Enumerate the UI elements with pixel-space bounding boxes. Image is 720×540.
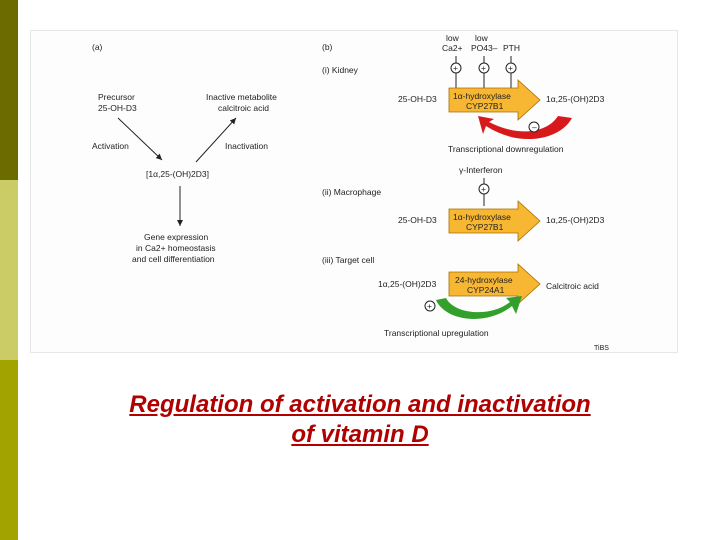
pth-plus-sign: + (508, 63, 513, 73)
activation-arrow (117, 117, 163, 161)
macrophage-product: 1α,25-(OH)2D3 (546, 215, 605, 225)
macrophage-substrate: 25-OH-D3 (398, 215, 437, 225)
upregulation-plus-sign: + (427, 301, 432, 311)
macrophage-enzyme-arrow (448, 200, 541, 242)
target-enzyme-gene: CYP24A1 (467, 285, 505, 295)
vitamin-d-figure (30, 30, 678, 353)
inactivation-label: Inactivation (225, 141, 268, 151)
target-regulation-label: Transcriptional upregulation (384, 328, 489, 338)
sidebar-band-bottom (0, 360, 18, 540)
pth-label: PTH (503, 43, 520, 53)
target-cell-heading: (iii) Target cell (322, 255, 374, 265)
active-form-label: [1α,25-(OH)2D3] (146, 169, 209, 179)
slide-sidebar (0, 0, 18, 540)
sidebar-band-top (0, 0, 18, 180)
kidney-enzyme-gene: CYP27B1 (466, 101, 504, 111)
outcome-line-2: in Ca2+ homeostasis (136, 243, 216, 253)
precursor-label: Precursor (98, 92, 135, 102)
calcium-label: Ca2+ (442, 43, 463, 53)
calcium-plus-icon (450, 62, 462, 74)
kidney-product: 1α,25-(OH)2D3 (546, 94, 605, 104)
kidney-substrate: 25-OH-D3 (398, 94, 437, 104)
kidney-regulation-label: Transcriptional downregulation (448, 144, 564, 154)
interferon-plus-sign: + (481, 184, 486, 194)
low-po4-label: low (475, 33, 489, 43)
interferon-label: γ-Interferon (459, 165, 503, 175)
phosphate-plus-icon (478, 62, 490, 74)
slide-caption: Regulation of activation and inactivatio… (60, 390, 660, 450)
kidney-heading: (i) Kidney (322, 65, 359, 75)
figure-credit: TiBS (594, 345, 609, 352)
target-enzyme-arrow (448, 263, 541, 305)
kidney-enzyme-arrow (448, 79, 541, 121)
vitamin-d-diagram: (a) Precursor 25-OH-D3 Inactive metaboli… (92, 33, 609, 352)
upregulation-plus-icon (424, 300, 436, 312)
metabolite-compound: calcitroic acid (218, 103, 269, 113)
downregulation-minus-sign: – (532, 122, 537, 132)
upregulation-feedback-arrow (436, 296, 522, 319)
pth-plus-icon (505, 62, 517, 74)
kidney-enzyme-name: 1α-hydroxylase (453, 91, 511, 101)
metabolite-label: Inactive metabolite (206, 92, 277, 102)
target-product: Calcitroic acid (546, 281, 599, 291)
sidebar-band-middle (0, 180, 18, 360)
outcome-line-1: Gene expression (144, 232, 209, 242)
macrophage-enzyme-gene: CYP27B1 (466, 222, 504, 232)
phosphate-plus-sign: + (481, 63, 486, 73)
precursor-compound: 25-OH-D3 (98, 103, 137, 113)
caption-line-2: of vitamin D (291, 421, 429, 448)
caption-line-1: Regulation of activation and inactivatio… (129, 391, 591, 418)
panel-b-label: (b) (322, 42, 333, 52)
downregulation-feedback-arrow (478, 116, 572, 140)
outcome-line-3: and cell differentiation (132, 254, 215, 264)
phosphate-label: PO43– (471, 43, 498, 53)
activation-label: Activation (92, 141, 129, 151)
macrophage-enzyme-name: 1α-hydroxylase (453, 212, 511, 222)
target-substrate: 1α,25-(OH)2D3 (378, 279, 437, 289)
panel-a-label: (a) (92, 42, 103, 52)
inactivation-arrow (195, 117, 237, 163)
downregulation-minus-icon (528, 121, 540, 133)
target-enzyme-name: 24-hydroxylase (455, 275, 513, 285)
macrophage-heading: (ii) Macrophage (322, 187, 381, 197)
interferon-plus-icon (478, 183, 490, 195)
low-ca-label: low (446, 33, 460, 43)
calcium-plus-sign: + (453, 63, 458, 73)
